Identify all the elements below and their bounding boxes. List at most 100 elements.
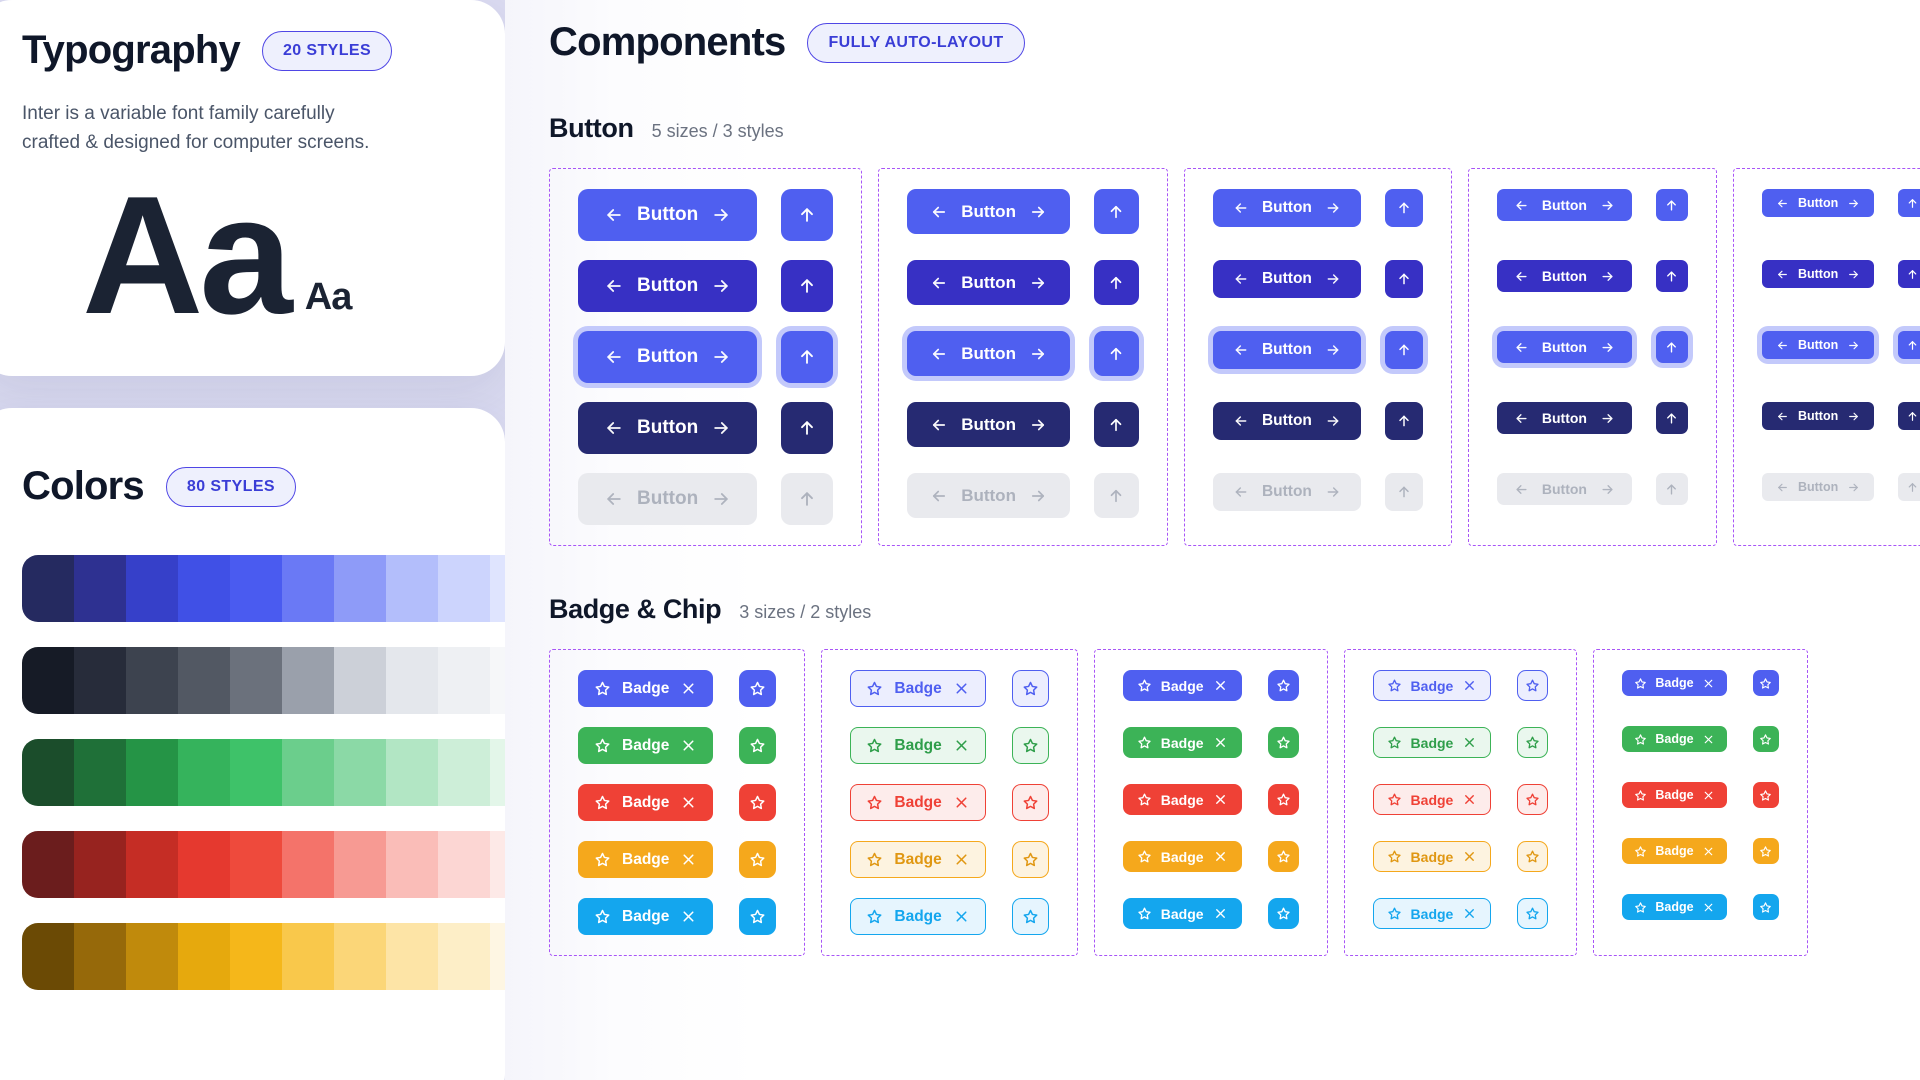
color-swatch[interactable] <box>230 739 282 806</box>
badge-icon-button-lg-solid-sky[interactable] <box>739 898 777 935</box>
icon-button-lg-hover[interactable] <box>1093 260 1139 305</box>
badge-icon-button-md-solid-amber[interactable] <box>1267 841 1299 872</box>
color-swatch[interactable] <box>386 831 438 898</box>
button-md-active[interactable]: Button <box>1212 402 1361 440</box>
button-md-hover[interactable]: Button <box>1212 260 1361 298</box>
color-swatch[interactable] <box>282 923 334 990</box>
close-icon[interactable] <box>1213 792 1228 807</box>
badge-lg-solid-amber[interactable]: Badge <box>578 841 714 878</box>
badge-md-solid-sky[interactable]: Badge <box>1122 898 1242 929</box>
color-swatch[interactable] <box>490 555 505 622</box>
badge-icon-button-md-solid-green[interactable] <box>1267 727 1299 758</box>
button-xs-hover[interactable]: Button <box>1761 260 1875 288</box>
badge-lg-solid-sky[interactable]: Badge <box>578 898 714 935</box>
color-swatch[interactable] <box>22 739 74 806</box>
color-swatch[interactable] <box>334 739 386 806</box>
button-lg-default[interactable]: Button <box>907 189 1070 234</box>
color-swatch[interactable] <box>178 831 230 898</box>
button-sm-active[interactable]: Button <box>1496 402 1632 434</box>
badge-sm-solid-amber[interactable]: Badge <box>1622 838 1727 864</box>
color-swatch[interactable] <box>22 555 74 622</box>
badge-sm-solid-red[interactable]: Badge <box>1622 782 1727 808</box>
color-swatch[interactable] <box>386 923 438 990</box>
close-icon[interactable] <box>1462 678 1477 693</box>
badge-icon-button-lg-soft-green[interactable] <box>1011 727 1049 764</box>
badge-icon-button-md-soft-amber[interactable] <box>1517 841 1549 872</box>
badge-icon-button-lg-soft-indigo[interactable] <box>1011 670 1049 707</box>
color-swatch[interactable] <box>178 739 230 806</box>
color-swatch[interactable] <box>230 923 282 990</box>
badge-icon-button-lg-solid-red[interactable] <box>739 784 777 821</box>
button-lg-focus[interactable]: Button <box>907 331 1070 376</box>
badge-icon-button-lg-soft-red[interactable] <box>1011 784 1049 821</box>
icon-button-md-active[interactable] <box>1384 402 1423 440</box>
color-swatch[interactable] <box>126 831 178 898</box>
icon-button-lg-default[interactable] <box>1093 189 1139 234</box>
close-icon[interactable] <box>953 851 970 868</box>
color-swatch[interactable] <box>438 555 490 622</box>
color-swatch[interactable] <box>126 739 178 806</box>
button-xl-focus[interactable]: Button <box>578 331 758 383</box>
color-swatch[interactable] <box>334 647 386 714</box>
button-xl-hover[interactable]: Button <box>578 260 758 312</box>
badge-icon-button-md-soft-red[interactable] <box>1517 784 1549 815</box>
badge-icon-button-lg-solid-amber[interactable] <box>739 841 777 878</box>
close-icon[interactable] <box>953 680 970 697</box>
close-icon[interactable] <box>1462 792 1477 807</box>
color-swatch[interactable] <box>74 555 126 622</box>
badge-icon-button-md-solid-red[interactable] <box>1267 784 1299 815</box>
badge-lg-solid-green[interactable]: Badge <box>578 727 714 764</box>
color-swatch[interactable] <box>282 555 334 622</box>
icon-button-lg-focus[interactable] <box>1093 331 1139 376</box>
close-icon[interactable] <box>680 680 697 697</box>
close-icon[interactable] <box>1462 906 1477 921</box>
badge-icon-button-lg-solid-green[interactable] <box>739 727 777 764</box>
badge-icon-button-sm-solid-sky[interactable] <box>1752 894 1779 920</box>
icon-button-sm-hover[interactable] <box>1655 260 1688 292</box>
button-xl-active[interactable]: Button <box>578 402 758 454</box>
color-swatch[interactable] <box>282 647 334 714</box>
icon-button-xl-active[interactable] <box>781 402 834 454</box>
close-icon[interactable] <box>1702 789 1715 802</box>
button-lg-active[interactable]: Button <box>907 402 1070 447</box>
color-swatch[interactable] <box>334 555 386 622</box>
badge-lg-soft-indigo[interactable]: Badge <box>850 670 986 707</box>
badge-icon-button-md-soft-sky[interactable] <box>1517 898 1549 929</box>
close-icon[interactable] <box>1213 906 1228 921</box>
icon-button-xs-hover[interactable] <box>1898 260 1920 288</box>
color-swatch[interactable] <box>74 739 126 806</box>
badge-icon-button-md-soft-green[interactable] <box>1517 727 1549 758</box>
badge-md-solid-amber[interactable]: Badge <box>1122 841 1242 872</box>
icon-button-xs-focus[interactable] <box>1898 331 1920 359</box>
close-icon[interactable] <box>680 794 697 811</box>
badge-icon-button-lg-solid-indigo[interactable] <box>739 670 777 707</box>
badge-md-solid-red[interactable]: Badge <box>1122 784 1242 815</box>
badge-lg-soft-red[interactable]: Badge <box>850 784 986 821</box>
color-swatch[interactable] <box>74 923 126 990</box>
icon-button-sm-default[interactable] <box>1655 189 1688 221</box>
button-lg-hover[interactable]: Button <box>907 260 1070 305</box>
typography-styles-badge[interactable]: 20 STYLES <box>261 30 393 71</box>
color-swatch[interactable] <box>230 831 282 898</box>
colors-styles-badge[interactable]: 80 STYLES <box>165 466 296 507</box>
color-swatch[interactable] <box>282 831 334 898</box>
color-swatch[interactable] <box>126 555 178 622</box>
badge-sm-solid-green[interactable]: Badge <box>1622 726 1727 752</box>
color-swatch[interactable] <box>438 739 490 806</box>
icon-button-xl-focus[interactable] <box>781 331 834 383</box>
badge-sm-solid-indigo[interactable]: Badge <box>1622 670 1727 696</box>
icon-button-xs-active[interactable] <box>1898 402 1920 430</box>
color-swatch[interactable] <box>334 831 386 898</box>
badge-icon-button-lg-soft-amber[interactable] <box>1011 841 1049 878</box>
color-swatch[interactable] <box>22 923 74 990</box>
badge-sm-solid-sky[interactable]: Badge <box>1622 894 1727 920</box>
close-icon[interactable] <box>953 794 970 811</box>
badge-md-soft-red[interactable]: Badge <box>1372 784 1492 815</box>
badge-icon-button-sm-solid-red[interactable] <box>1752 782 1779 808</box>
close-icon[interactable] <box>1702 901 1715 914</box>
button-sm-default[interactable]: Button <box>1496 189 1632 221</box>
badge-icon-button-lg-soft-sky[interactable] <box>1011 898 1049 935</box>
badge-lg-soft-amber[interactable]: Badge <box>850 841 986 878</box>
badge-lg-soft-green[interactable]: Badge <box>850 727 986 764</box>
button-xl-default[interactable]: Button <box>578 189 758 241</box>
